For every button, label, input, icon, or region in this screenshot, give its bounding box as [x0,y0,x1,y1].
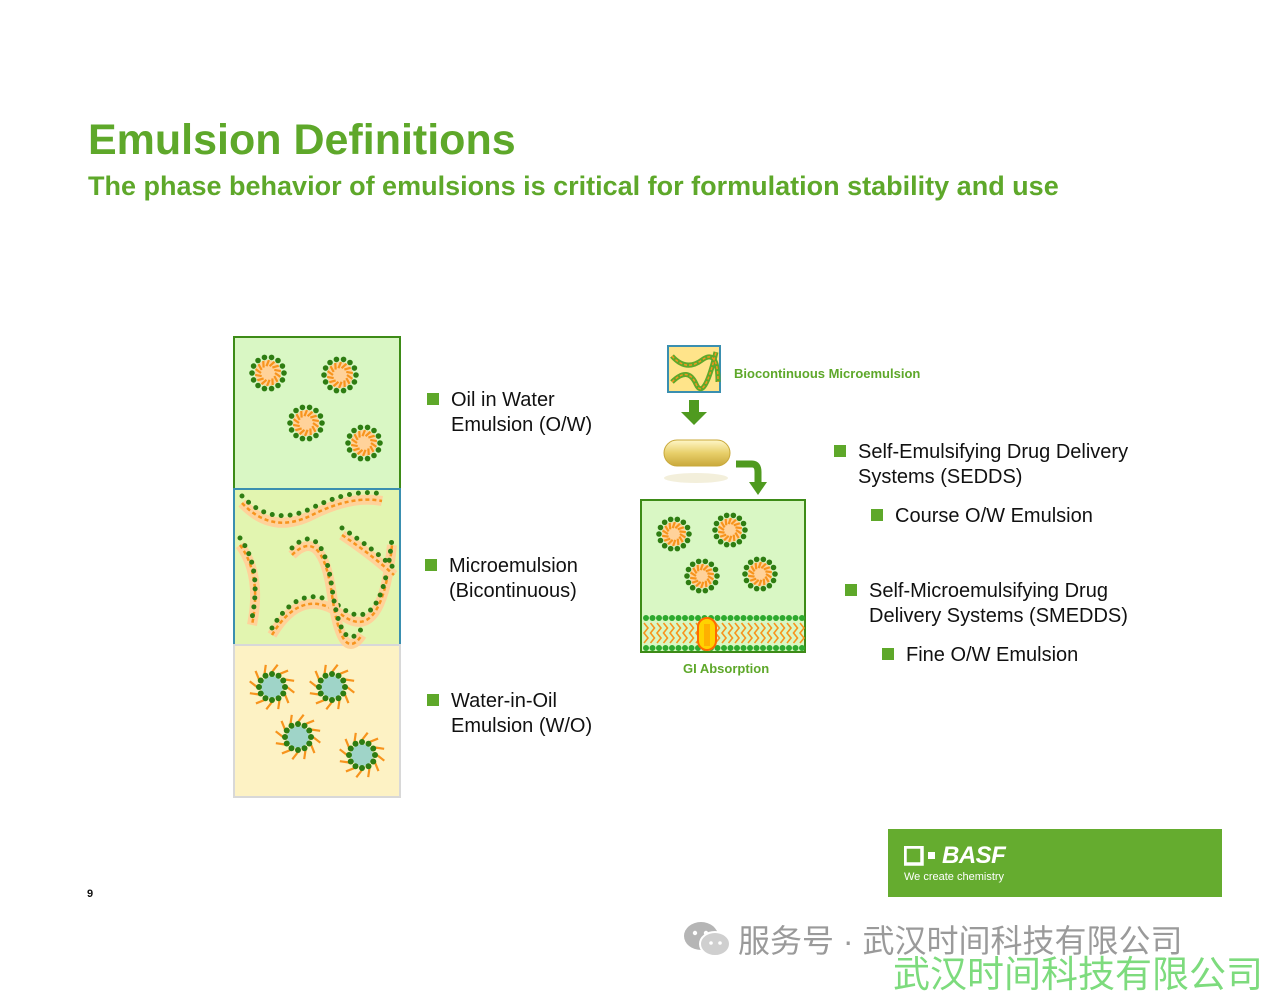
bullet-text-line: Delivery Systems (SMEDDS) [869,605,1128,627]
bullet-text-line: (Bicontinuous) [449,580,577,602]
bullet-text-line: Emulsion (O/W) [451,414,593,436]
bullet-square-icon [425,559,437,571]
bullet-text-line: Self-Microemulsifying Drug [869,580,1108,602]
basf-mark-icon [904,846,935,866]
oil-droplet [656,516,692,552]
oil-droplet [249,354,287,392]
microemulsion-label: Biocontinuous Microemulsion [734,366,921,381]
page-number: 9 [87,888,94,900]
basf-logo: BASF We create chemistry [888,829,1222,897]
water-droplet [249,664,295,710]
bullet-square-icon [834,445,846,457]
absorption-channel-icon [697,617,717,651]
gi-absorption-label: GI Absorption [683,661,770,676]
microemulsion-thumbnail-icon [667,345,721,393]
basf-wordmark: BASF [942,842,1006,869]
bullet-text-line: Microemulsion [449,555,578,577]
intestinal-membrane [642,615,806,651]
bullet-square-icon [427,694,439,706]
page-subtitle: The phase behavior of emulsions is criti… [88,171,1059,201]
arrow-curve-icon [736,460,767,495]
bullet-text-line: Systems (SEDDS) [858,466,1023,488]
arrow-down-icon [681,400,707,425]
bullet-square-icon [427,393,439,405]
oil-droplet [321,356,359,394]
oil-droplet [345,424,383,462]
oil-droplet [742,556,778,592]
wechat-icon [684,922,731,957]
sedds-process-diagram [640,345,806,653]
oil-droplet [684,558,720,594]
bullet-text-line: Fine O/W Emulsion [906,644,1079,666]
bullet-square-icon [882,648,894,660]
surfactant-chain [288,536,367,649]
surfactant-chain [235,535,261,626]
bullet-square-icon [871,509,883,521]
watermark-company: 武汉时间科技有限公司 [893,954,1263,995]
watermark-text: 服务号 · 武汉时间科技有限公司 [738,923,1183,959]
water-droplet [339,732,385,778]
water-droplet [275,714,321,760]
bullet-text-line: Water-in-Oil [451,690,557,712]
oil-droplet [712,512,748,548]
oil-droplet [287,404,325,442]
bullet-text-line: Self-Emulsifying Drug Delivery [858,441,1129,463]
water-droplet [309,664,355,710]
surfactant-chain [339,525,398,579]
bullet-text-line: Emulsion (W/O) [451,715,593,737]
bullet-text-line: Oil in Water [451,389,555,411]
emulsion-types-illustration [233,336,401,798]
capsule-icon [663,439,731,483]
page-title: Emulsion Definitions [88,116,516,164]
surfactant-chain [267,535,397,638]
bullet-square-icon [845,584,857,596]
watermark-service-account: 服务号 · 武汉时间科技有限公司 [682,916,1182,962]
basf-tagline: We create chemistry [904,871,1005,883]
bullet-text-line: Course O/W Emulsion [895,505,1093,527]
surfactant-chain [238,490,385,528]
